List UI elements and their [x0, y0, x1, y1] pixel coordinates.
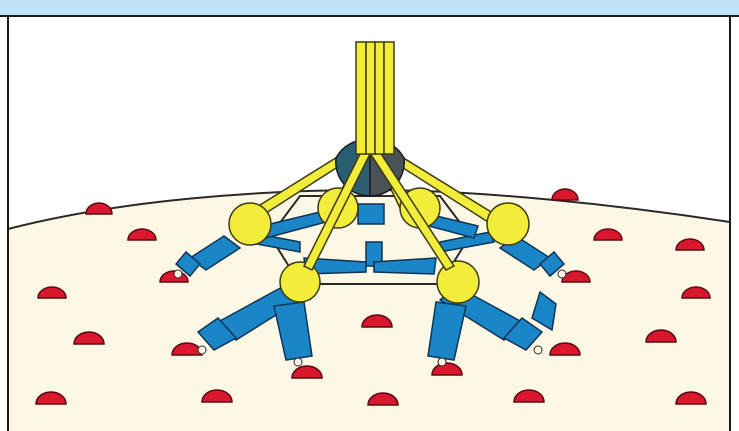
stalk-tube: [356, 42, 366, 154]
leg-tip: [558, 270, 566, 278]
leg-tip: [198, 346, 206, 354]
receptor-dot: [86, 203, 112, 214]
header-band: [0, 0, 739, 16]
joint-ball: [487, 203, 529, 245]
joint-ball: [229, 203, 271, 245]
receptor-dot: [552, 189, 578, 200]
cell-surface: [8, 190, 730, 431]
tail-stalk: [356, 42, 394, 154]
joint-ball: [437, 261, 479, 303]
leg-tip: [534, 346, 542, 354]
stalk-tube: [375, 42, 384, 154]
leg-tip: [294, 358, 302, 366]
baseplate-block-top: [358, 204, 384, 224]
joint-ball: [280, 262, 320, 302]
leg-tip: [438, 358, 446, 366]
stalk-tube: [384, 42, 394, 154]
leg-tip: [174, 270, 182, 278]
stalk-tube: [366, 42, 375, 154]
